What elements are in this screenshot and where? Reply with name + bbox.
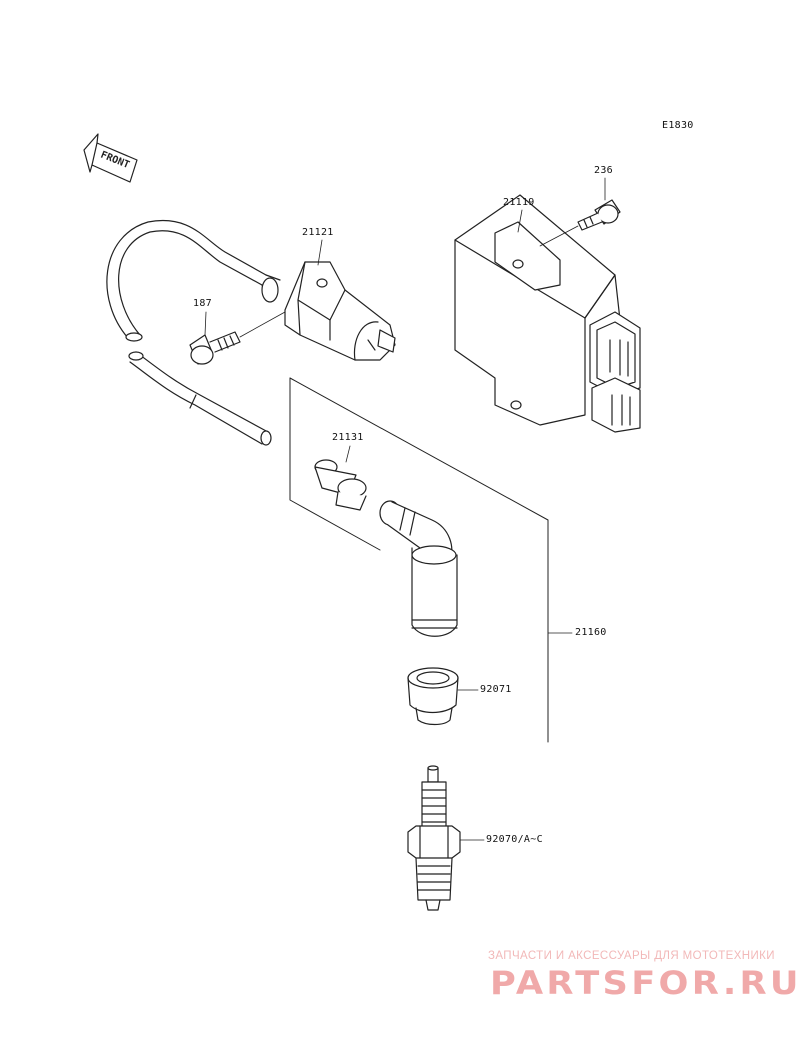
diagram-code: E1830: [662, 120, 694, 131]
cdi-unit-21119: [454, 194, 641, 433]
ignition-coil-21121: [261, 261, 396, 361]
bolt-187: [189, 311, 286, 365]
watermark-subtitle: ЗАПЧАСТИ И АКСЕССУАРЫ ДЛЯ МОТОТЕХНИКИ: [488, 950, 775, 962]
part-label-92070: 92070/A~C: [486, 834, 543, 845]
part-label-92071: 92071: [480, 684, 512, 695]
plug-cap-21160: [379, 500, 458, 637]
front-arrow-icon: FRONT: [83, 133, 138, 183]
part-label-187: 187: [193, 298, 212, 309]
part-label-21119: 21119: [503, 197, 535, 208]
bolt-236: [539, 199, 621, 247]
ignition-coil-lead: [106, 219, 272, 446]
watermark-logo: PARTSFOR.RU: [490, 964, 800, 1002]
part-label-21160: 21160: [575, 627, 607, 638]
part-label-236: 236: [594, 165, 613, 176]
part-label-21121: 21121: [302, 227, 334, 238]
seal-92071: [407, 667, 459, 726]
cap-21131: [314, 459, 367, 511]
part-label-21131: 21131: [332, 432, 364, 443]
assembly-bracket-21160: [289, 377, 549, 743]
leader-lines: [204, 177, 606, 841]
spark-plug-92070: [407, 765, 461, 911]
